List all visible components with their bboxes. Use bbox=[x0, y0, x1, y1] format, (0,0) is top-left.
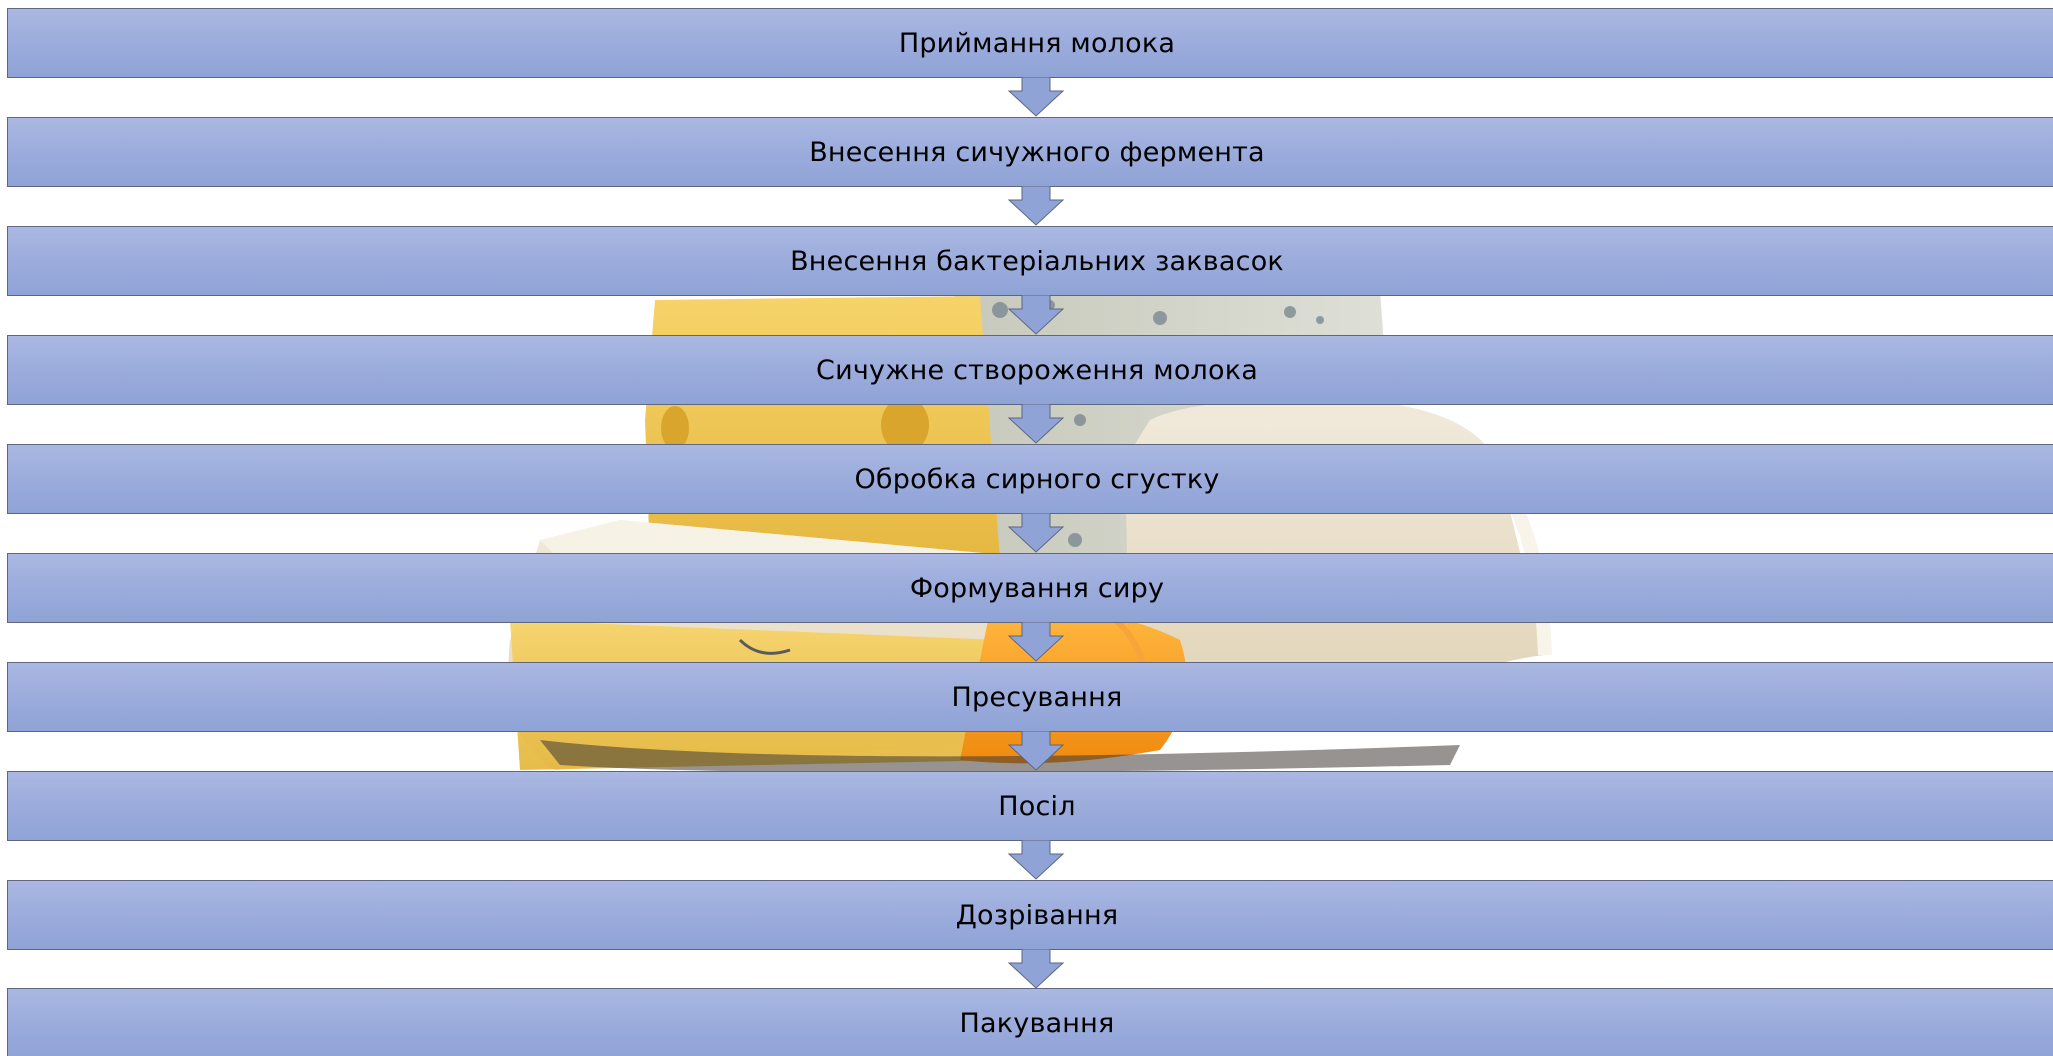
step-label: Сичужне створоження молока bbox=[816, 354, 1258, 386]
step-label: Приймання молока bbox=[898, 27, 1176, 59]
step-label: Пакування bbox=[959, 1007, 1115, 1039]
step-label: Формування сиру bbox=[909, 572, 1165, 604]
step-label: Обробка сирного сгустку bbox=[854, 463, 1220, 495]
step-box: Пресування bbox=[7, 662, 2053, 732]
down-arrow-icon bbox=[1008, 949, 1064, 989]
step-label: Посіл bbox=[998, 790, 1076, 822]
step-box: Пакування bbox=[7, 988, 2053, 1056]
step-box: Сичужне створоження молока bbox=[7, 335, 2053, 405]
step-box: Формування сиру bbox=[7, 553, 2053, 623]
step-box: Обробка сирного сгустку bbox=[7, 444, 2053, 514]
down-arrow-icon bbox=[1008, 513, 1064, 553]
down-arrow-icon bbox=[1008, 840, 1064, 880]
down-arrow-icon bbox=[1008, 731, 1064, 771]
down-arrow-icon bbox=[1008, 404, 1064, 444]
down-arrow-icon bbox=[1008, 622, 1064, 662]
step-box: Внесення бактеріальних заквасок bbox=[7, 226, 2053, 296]
step-label: Дозрівання bbox=[955, 899, 1119, 931]
step-box: Внесення сичужного фермента bbox=[7, 117, 2053, 187]
step-box: Дозрівання bbox=[7, 880, 2053, 950]
step-label: Внесення сичужного фермента bbox=[809, 136, 1265, 168]
step-label: Пресування bbox=[951, 681, 1123, 713]
down-arrow-icon bbox=[1008, 77, 1064, 117]
down-arrow-icon bbox=[1008, 295, 1064, 335]
step-box: Посіл bbox=[7, 771, 2053, 841]
step-label: Внесення бактеріальних заквасок bbox=[790, 245, 1284, 277]
down-arrow-icon bbox=[1008, 186, 1064, 226]
step-box: Приймання молока bbox=[7, 8, 2053, 78]
